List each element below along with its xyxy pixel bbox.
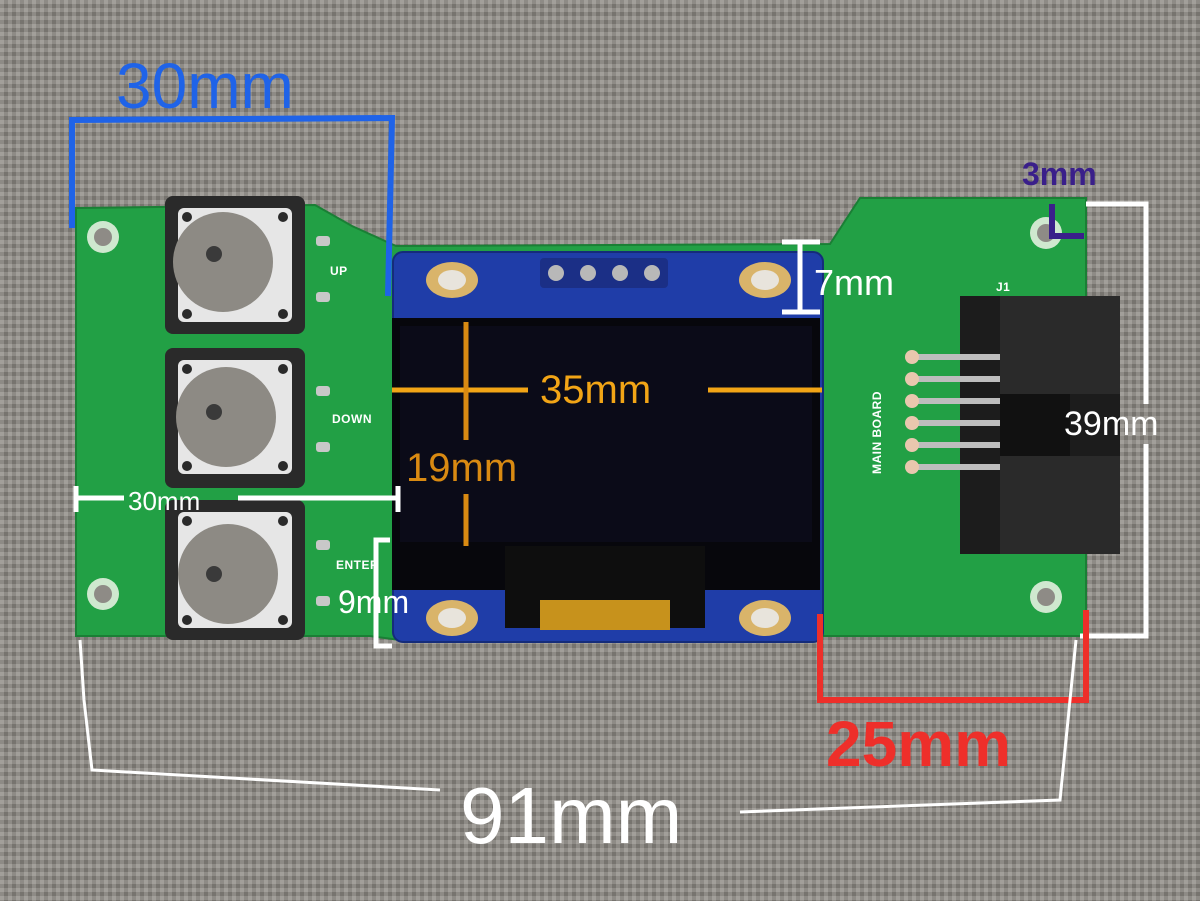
dimension-hole-offset: 3mm (1022, 156, 1097, 192)
white-39mm-bracket (1080, 201, 1149, 639)
oled-header-pins (540, 258, 668, 288)
navy-l-marker (1049, 204, 1084, 239)
dimension-right-section: 25mm (826, 708, 1011, 780)
dimension-button-strip: 30mm (116, 50, 294, 122)
button-pins (316, 236, 330, 606)
silk-label-enter: ENTER (336, 558, 380, 572)
mounting-holes (87, 217, 1062, 613)
dimension-display-height: 19mm (406, 446, 518, 490)
blue-dimension-lines (69, 114, 396, 297)
silk-label-main-board: MAIN BOARD (870, 391, 884, 474)
white-7mm-bracket (782, 239, 820, 315)
white-9mm-bracket (373, 537, 392, 649)
white-91mm-bracket (78, 639, 1078, 814)
oled-mount-holes (426, 262, 791, 636)
white-30mm-line (73, 486, 401, 512)
silk-label-up: UP (330, 264, 348, 278)
dimension-total-width: 91mm (460, 771, 683, 860)
dimension-display-width: 35mm (540, 368, 652, 412)
oled-active-area (400, 326, 812, 542)
dimension-display-bottom: 9mm (338, 584, 410, 620)
red-25mm-bracket (817, 610, 1089, 703)
silk-label-j1: J1 (996, 280, 1011, 294)
button-down (165, 348, 305, 488)
oled-flex-cable (540, 600, 670, 630)
button-enter (165, 500, 305, 640)
j1-connector (905, 296, 1120, 554)
silk-label-down: DOWN (332, 412, 372, 426)
button-up (165, 196, 305, 334)
dimension-display-header: 7mm (814, 262, 894, 303)
dimension-left-section: 30mm (128, 486, 201, 516)
dimension-board-height: 39mm (1064, 405, 1159, 443)
